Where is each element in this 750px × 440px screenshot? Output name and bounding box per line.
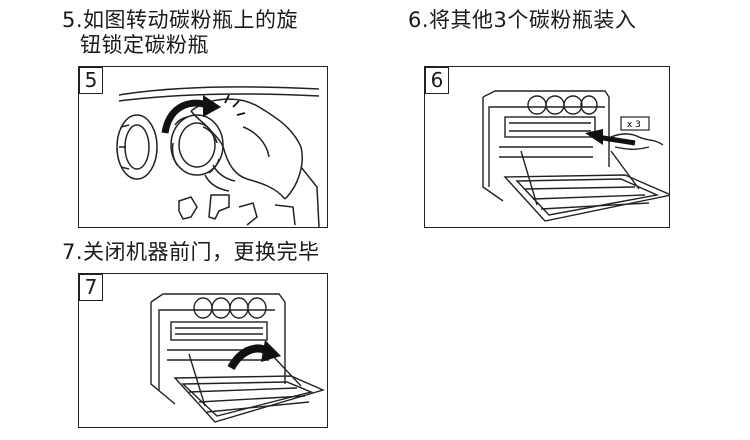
step-6-number-badge: 6 — [425, 67, 449, 94]
step-5-caption-line1: 5.如图转动碳粉瓶上的旋 — [62, 8, 299, 32]
step-5-illustration-frame: 5 — [78, 66, 328, 228]
step-6-install-illustration: x 3 — [482, 90, 669, 222]
step-7-number-badge: 7 — [79, 274, 103, 301]
step-5-caption-line2: 钮锁定碳粉瓶 — [80, 33, 209, 57]
step-7-illustration-frame: 7 — [78, 273, 328, 428]
step-6-caption-line1: 6.将其他3个碳粉瓶装入 — [408, 8, 637, 32]
step-6-illustration-frame: 6 — [424, 66, 670, 228]
step-6-multiplier-label: x 3 — [627, 120, 641, 130]
step-5-knob-illustration — [116, 86, 320, 227]
step-7-caption-line1: 7.关闭机器前门，更换完毕 — [62, 240, 320, 264]
step-7-close-door-illustration — [150, 293, 326, 423]
step-5-number-badge: 5 — [79, 67, 103, 94]
